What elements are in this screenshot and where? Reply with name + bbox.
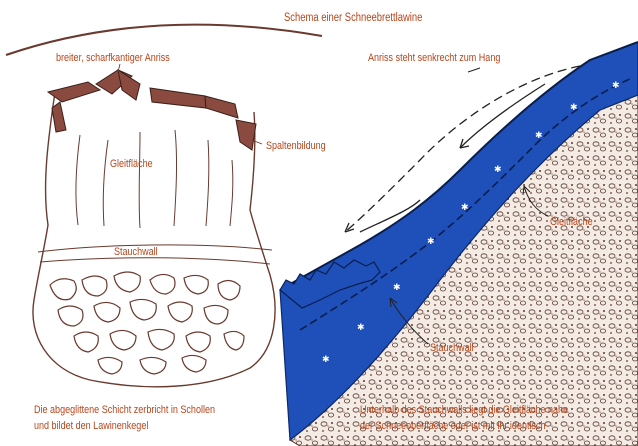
svg-text:✱: ✱ [494, 165, 502, 175]
caption-right-line2: der Schneeoberfläche oder ist mit ihr id… [360, 420, 546, 433]
svg-text:✱: ✱ [612, 81, 620, 91]
label-gleitflaeche-right: Gleitfläche [550, 216, 593, 229]
cross-section: ✱ ✱ ✱ ✱ ✱ ✱ ✱ ✱ ✱ [280, 42, 638, 446]
caption-right-line1: Unterhalb des Stauchwalls liegt die Glei… [360, 404, 568, 417]
svg-text:✱: ✱ [427, 237, 435, 247]
svg-text:✱: ✱ [357, 323, 365, 333]
plan-view-sketch [6, 25, 322, 387]
svg-text:✱: ✱ [393, 283, 401, 293]
diagram-title: Schema einer Schneebrettlawine [284, 12, 422, 25]
label-breiter-anriss: breiter, scharfkantiger Anriss [56, 52, 170, 65]
glide-flow-lines [76, 130, 233, 228]
label-stauchwall-left: Stauchwall [114, 246, 158, 259]
label-gleitflaeche-left: Gleitfläche [110, 158, 153, 171]
svg-text:✱: ✱ [570, 103, 578, 113]
svg-text:✱: ✱ [535, 131, 543, 141]
label-anriss-senkrecht: Anriss steht senkrecht zum Hang [368, 52, 500, 65]
caption-left-line2: und bildet den Lawinenkegel [34, 420, 148, 433]
debris-blocks [50, 272, 244, 374]
label-spaltenbildung: Spaltenbildung [266, 140, 326, 153]
caption-left-line1: Die abgeglittene Schicht zerbricht in Sc… [34, 404, 215, 417]
svg-text:✱: ✱ [461, 203, 469, 213]
label-stauchwall-right: Stauchwall [430, 342, 474, 355]
slope-arc [6, 25, 322, 55]
svg-text:✱: ✱ [322, 355, 330, 365]
